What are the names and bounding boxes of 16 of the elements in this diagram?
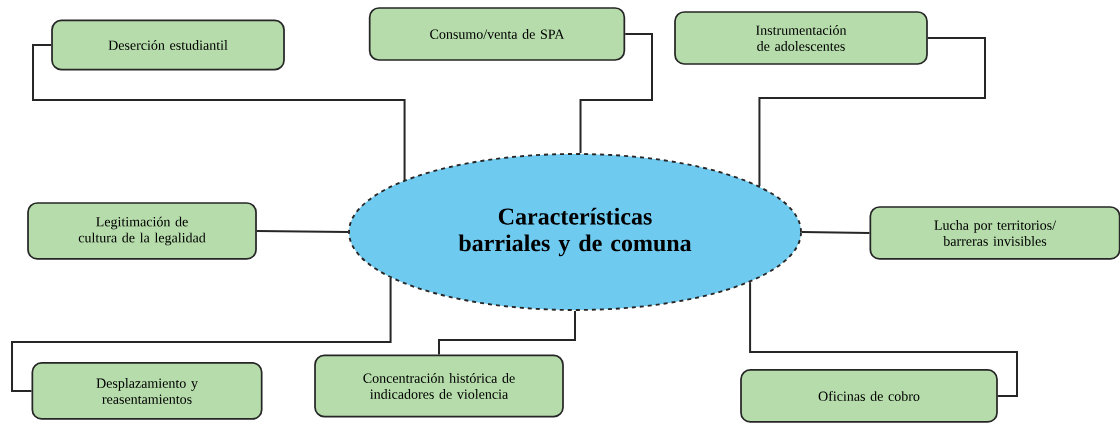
topic-box: Consumo/venta de SPA [368, 7, 626, 61]
topic-box: Oficinas de cobro [740, 369, 998, 423]
topic-box: Legitimación de cultura de la legalidad [27, 202, 257, 260]
topic-box: Concentración histórica de indicadores de violencia [314, 354, 564, 418]
topic-box: Deserción estudiantil [51, 19, 285, 71]
connector-line [32, 44, 406, 181]
connector-line [438, 309, 576, 356]
connector-line [758, 37, 986, 187]
connector-line [11, 276, 392, 392]
connector-line [579, 33, 653, 155]
connector-line [255, 230, 350, 233]
topic-box: Desplazamiento y reasentamientos [31, 362, 263, 420]
topic-box: Instrumentación de adolescentes [674, 11, 928, 65]
topic-box: Lucha por territorios/ barreras invisibles [869, 206, 1120, 260]
connector-line [749, 281, 1018, 397]
connector-line [800, 231, 871, 234]
